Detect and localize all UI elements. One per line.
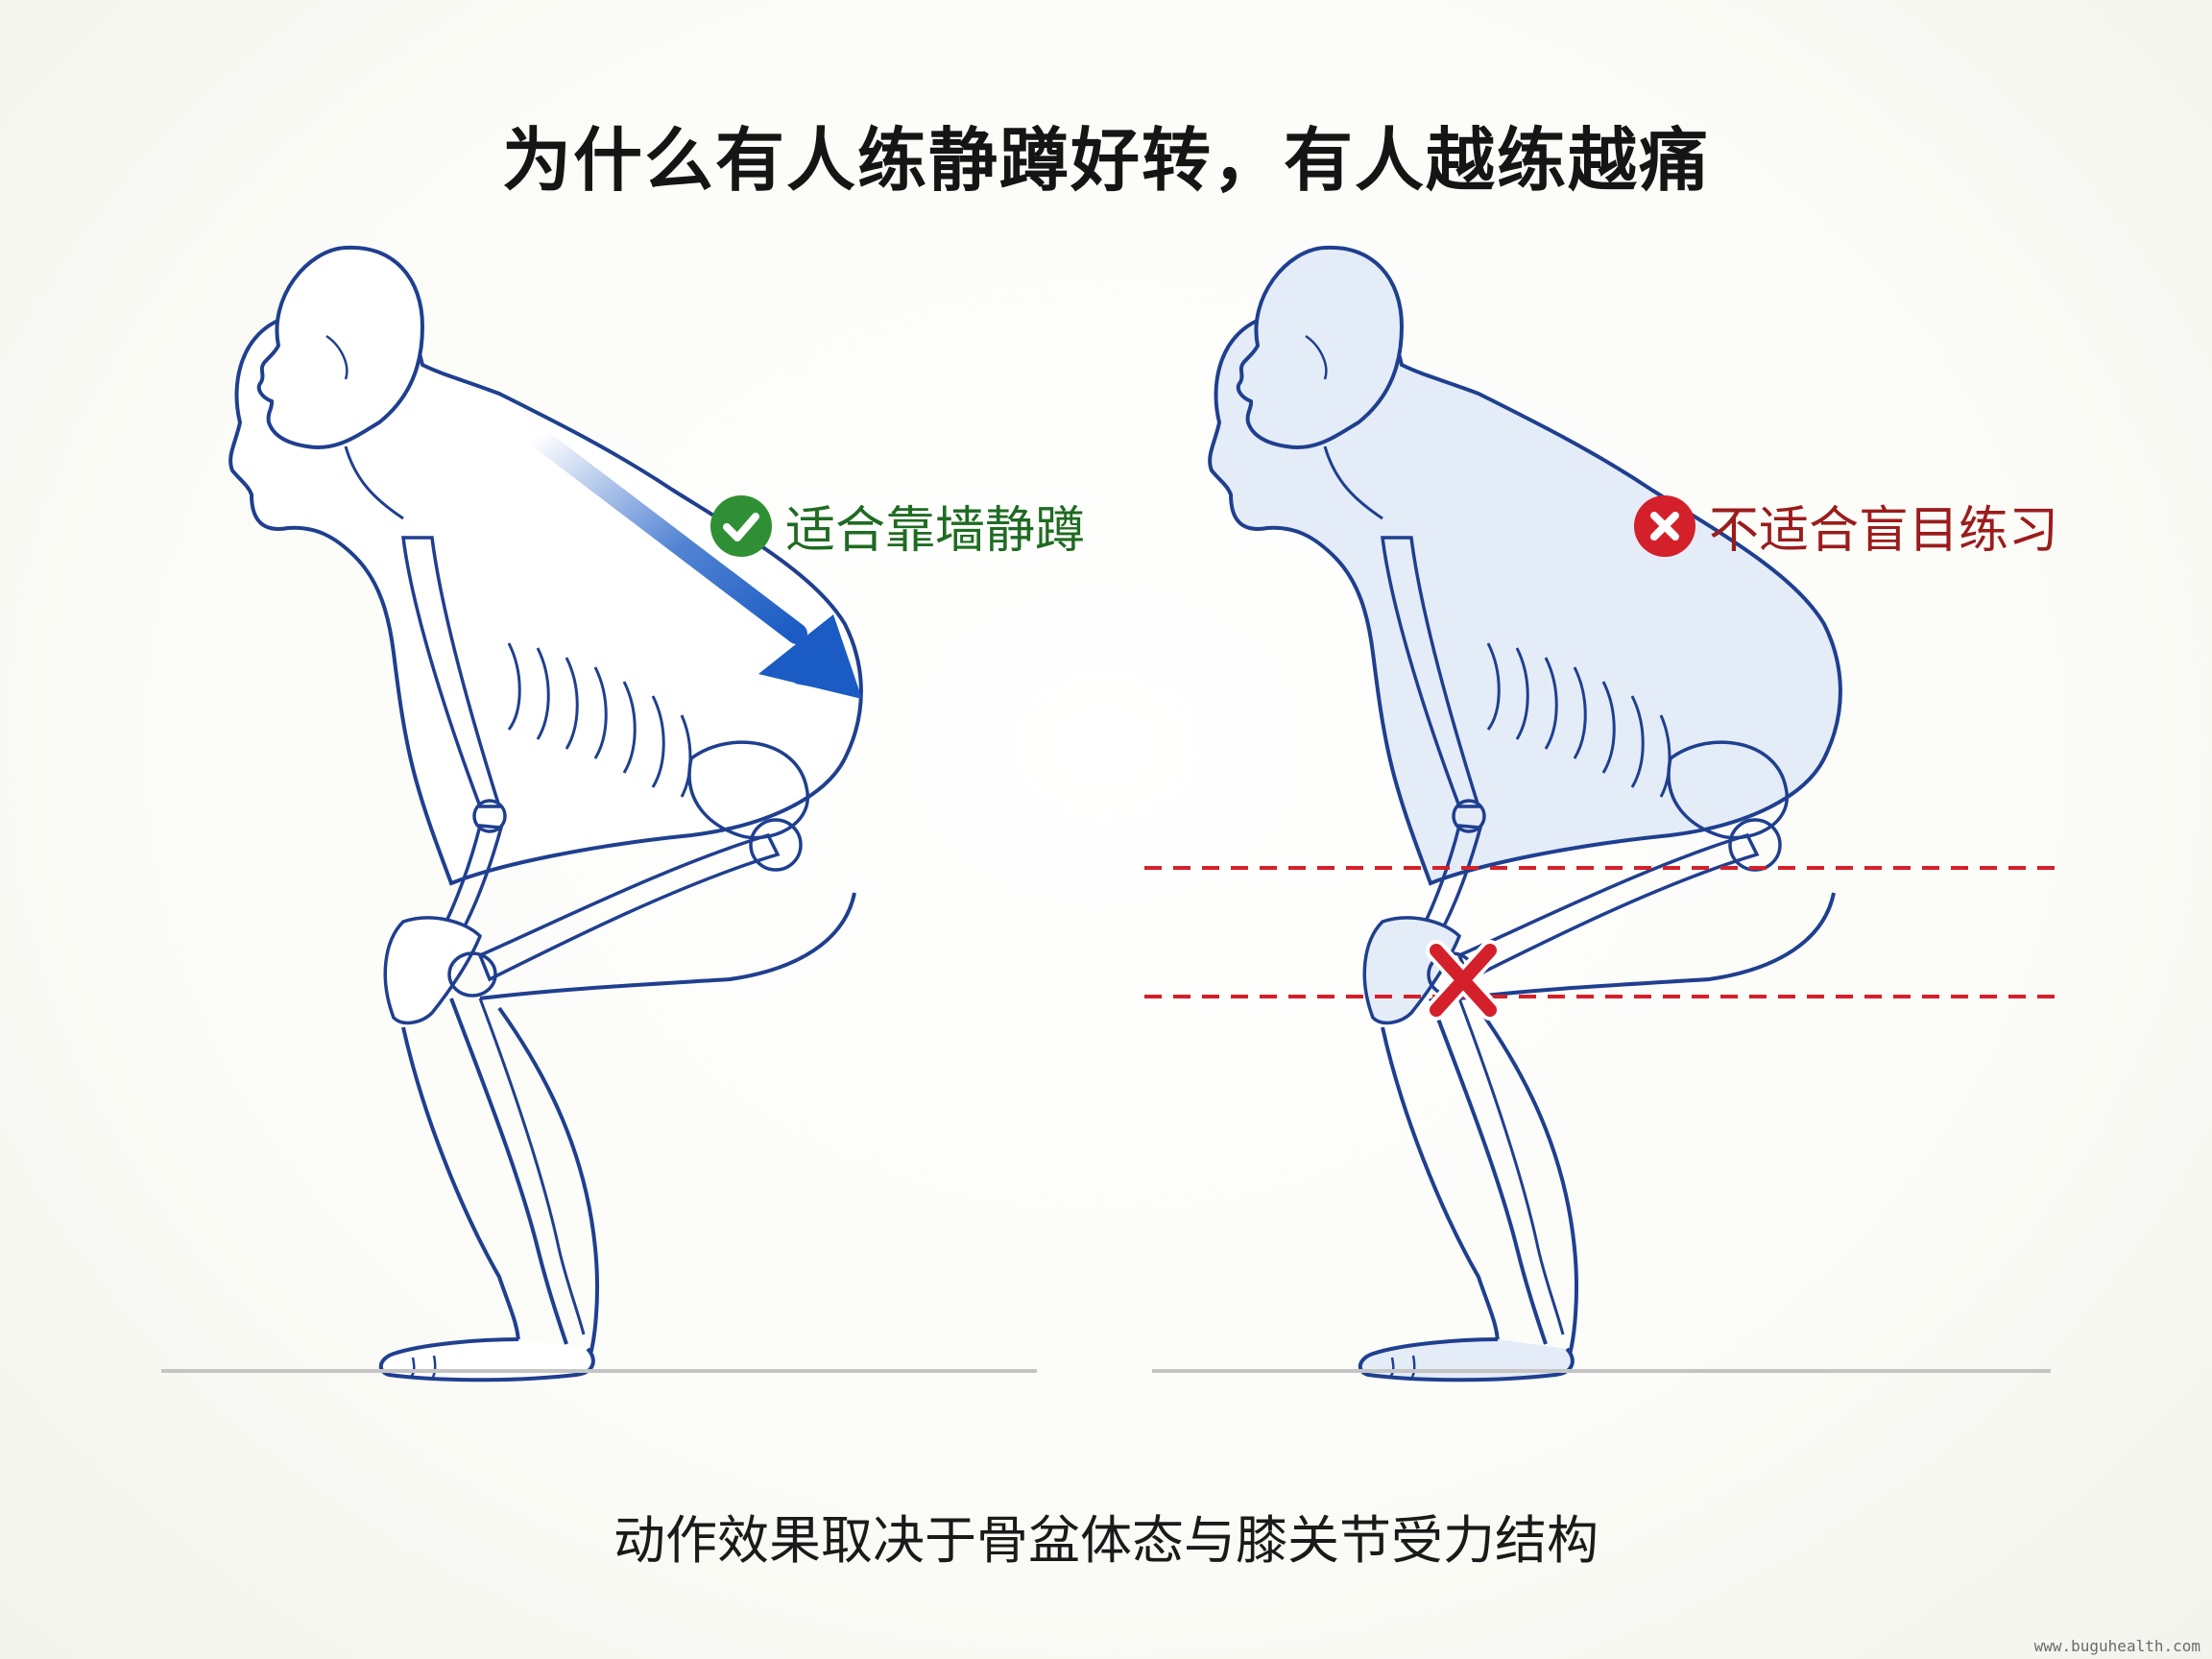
good-label: 适合靠墙静蹲 bbox=[710, 490, 1085, 562]
watermark-text: www.buguhealth.com bbox=[2033, 1637, 2200, 1655]
arrow-down-right-icon bbox=[527, 426, 862, 699]
x-mark-icon bbox=[1426, 940, 1501, 1021]
page-title: 为什么有人练静蹲好转，有人越练越痛 bbox=[501, 120, 1710, 201]
right-squat-figure bbox=[1210, 247, 1840, 1381]
bad-label-text: 不适合盲目练习 bbox=[1709, 502, 2059, 560]
check-circle-icon bbox=[710, 494, 772, 557]
bad-label: 不适合盲目练习 bbox=[1634, 490, 2058, 562]
left-squat-figure bbox=[230, 247, 861, 1381]
good-label-text: 适合靠墙静蹲 bbox=[785, 502, 1086, 560]
x-circle-icon bbox=[1634, 494, 1695, 557]
page-caption: 动作效果取决于骨盆体态与膝关节受力结构 bbox=[613, 1510, 1599, 1571]
